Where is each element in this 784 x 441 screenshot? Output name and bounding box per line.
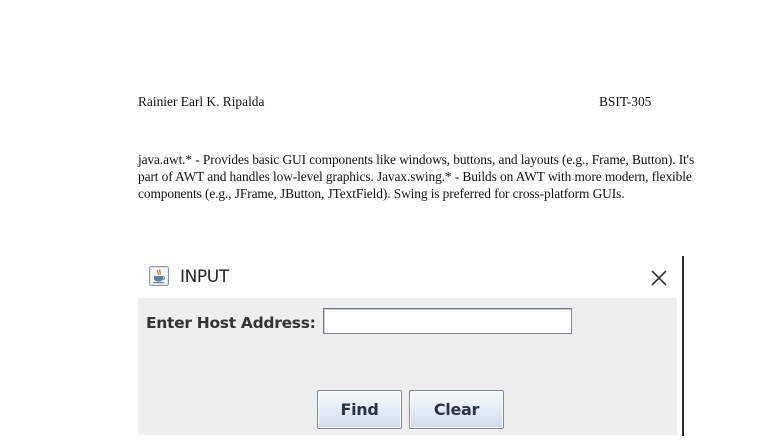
host-address-input[interactable] [323, 308, 572, 334]
host-address-label: Enter Host Address: [146, 314, 316, 332]
section-code: BSIT-305 [599, 94, 652, 109]
clear-button[interactable]: Clear [409, 390, 504, 429]
java-coffee-cup-icon [149, 266, 169, 286]
dialog-titlebar[interactable]: INPUT [138, 258, 677, 298]
close-x-icon [651, 270, 667, 286]
dialog-body: Enter Host Address: Find Clear [138, 298, 677, 435]
find-button[interactable]: Find [317, 390, 402, 429]
close-button[interactable] [647, 266, 671, 290]
window-edge-divider [682, 256, 684, 436]
description-paragraph: java.awt.* - Provides basic GUI componen… [138, 152, 695, 201]
dialog-title: INPUT [180, 267, 229, 287]
author-name: Rainier Earl K. Ripalda [138, 94, 265, 109]
